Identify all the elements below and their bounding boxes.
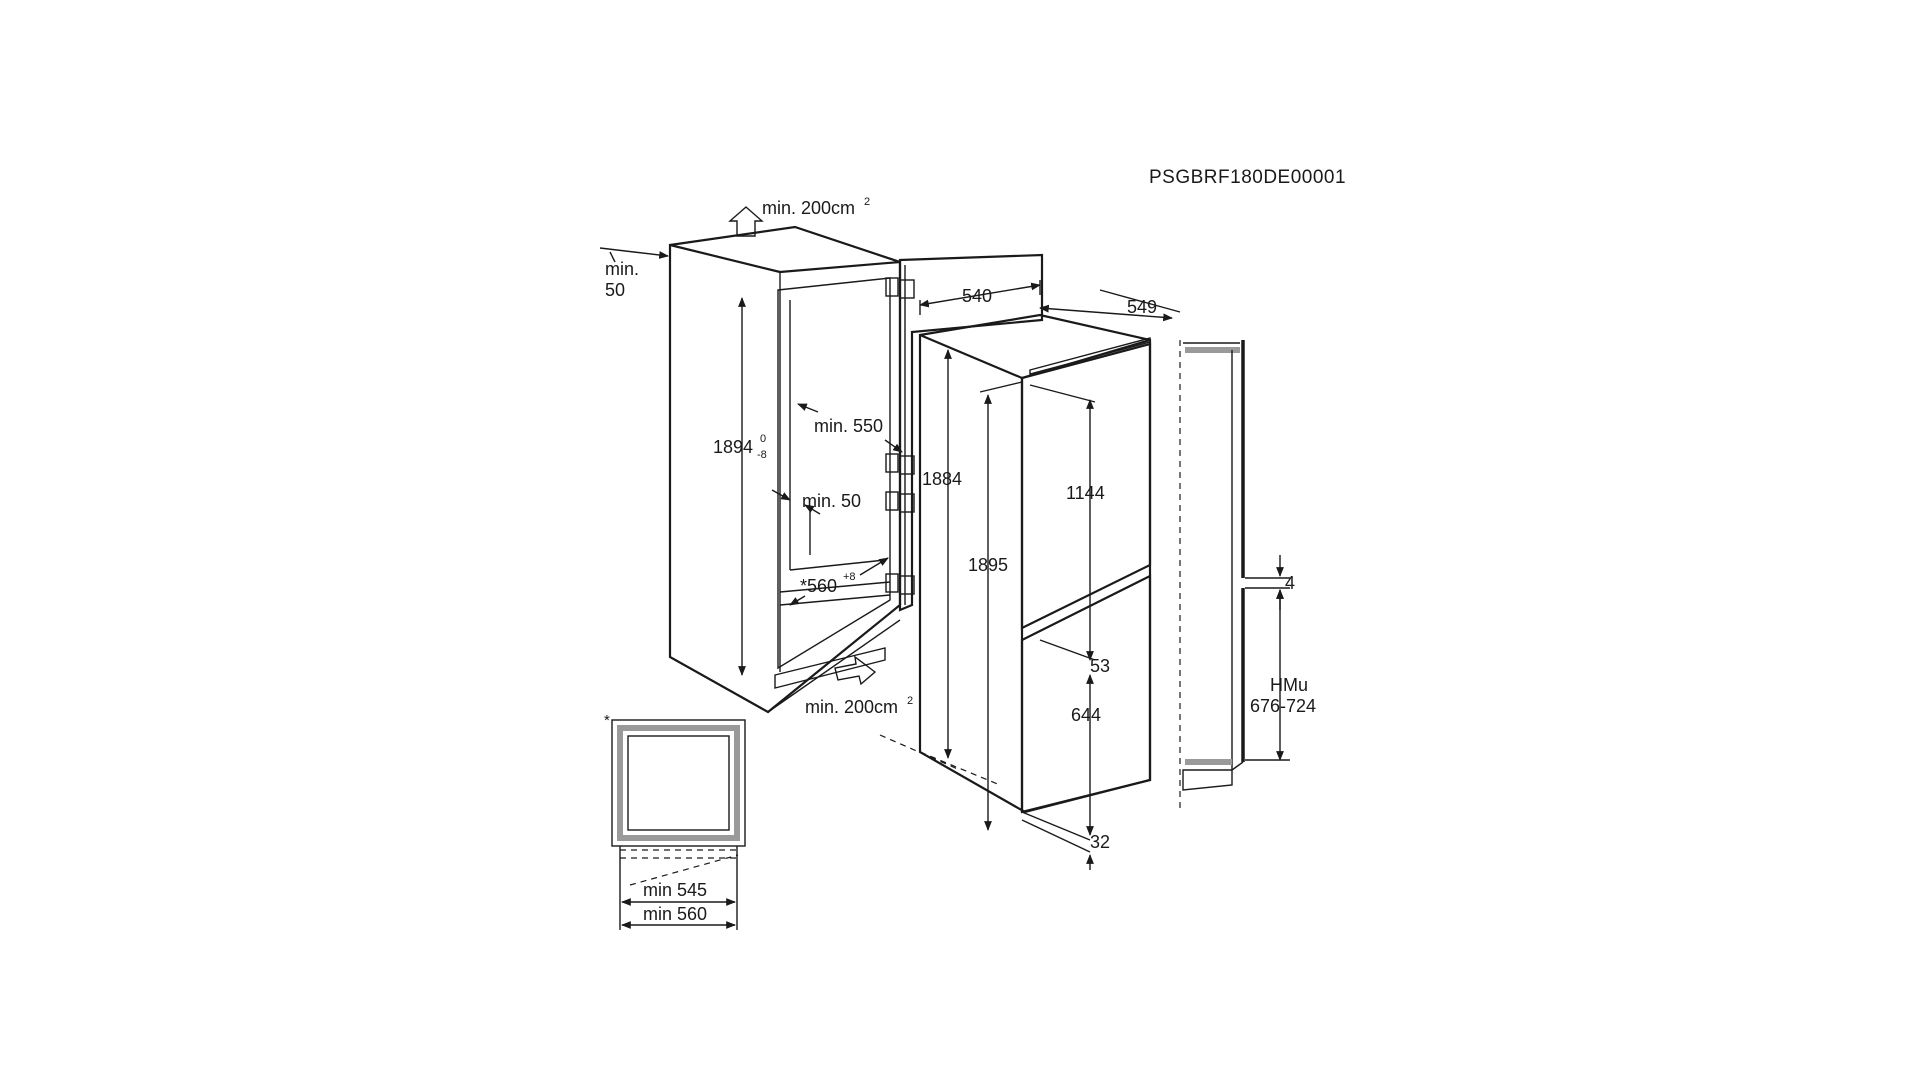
depth-540-label: 540	[962, 286, 992, 306]
diagram-code: PSGBRF180DE00001	[1149, 167, 1346, 188]
appliance-doors	[1020, 337, 1152, 814]
gap-32-label: 32	[1090, 832, 1110, 852]
hmu-label-1: HMu	[1270, 675, 1308, 695]
height-644-label: 644	[1071, 705, 1101, 725]
vent-bottom-label: min. 200cm	[805, 697, 898, 717]
min-50-top-label-2: 50	[605, 280, 625, 300]
vent-top-label: min. 200cm	[762, 198, 855, 218]
asterisk-label: *	[604, 712, 610, 729]
width-niche-label: *560	[800, 576, 837, 596]
height-1884-label: 1884	[922, 469, 962, 489]
appliance-body	[918, 313, 1152, 814]
height-1144-label: 1144	[1066, 483, 1105, 503]
min-550-label: min. 550	[814, 416, 883, 436]
niche-door	[898, 253, 1044, 612]
min-50-top-label-1: min.	[605, 259, 639, 279]
side-profile	[1179, 340, 1245, 810]
niche-cabinet	[668, 225, 902, 714]
vent-bottom-sup: 2	[907, 695, 913, 707]
vent-bottom-arrow-icon	[834, 655, 877, 686]
hinges	[885, 277, 915, 595]
depth-549-label: 549	[1127, 297, 1157, 317]
min-545-label: min 545	[643, 880, 707, 900]
min-50-label: min. 50	[802, 491, 861, 511]
hmu-label-2: 676-724	[1250, 696, 1316, 716]
height-1895-label: 1895	[968, 555, 1008, 575]
min-560-label: min 560	[643, 904, 707, 924]
height-niche-label: 1894	[713, 437, 753, 457]
height-niche-tol-bottom: -8	[757, 449, 767, 461]
height-niche-tol-top: 0	[760, 433, 766, 445]
vent-top-arrow-icon	[728, 206, 764, 237]
vent-top-sup: 2	[864, 196, 870, 208]
top-view-detail	[611, 719, 746, 930]
width-niche-tol: +8	[843, 571, 856, 583]
gap-4-label: 4	[1285, 573, 1295, 593]
gap-53-label: 53	[1090, 656, 1110, 676]
